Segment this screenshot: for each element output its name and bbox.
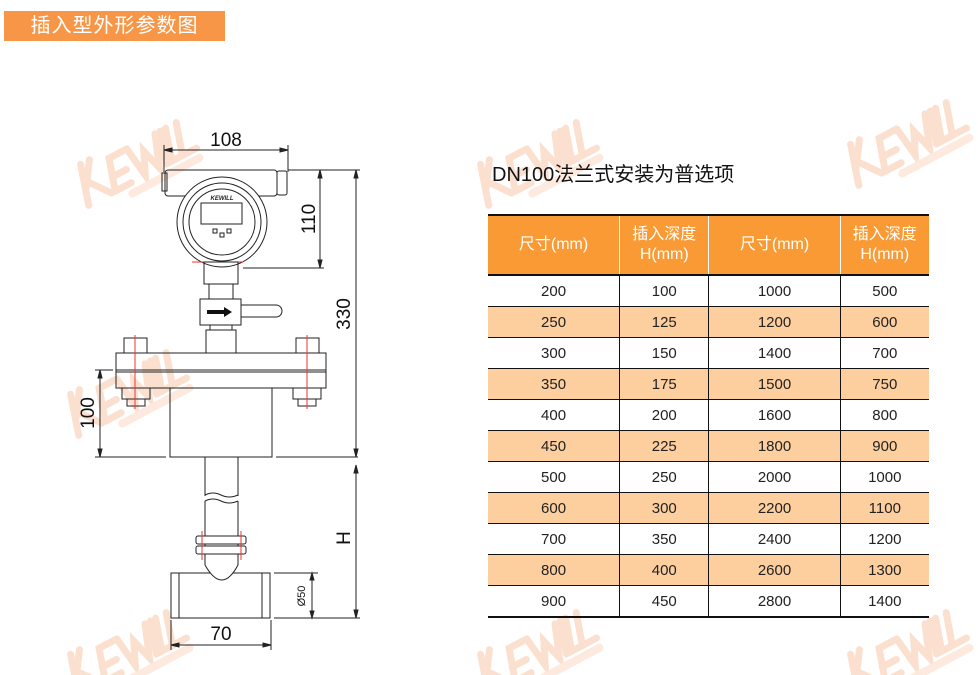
flange [115,335,327,409]
dim-label: 70 [210,624,231,645]
col-header-size: 尺寸(mm) [708,215,841,275]
table-cell: 1200 [708,306,841,338]
table-cell: 700 [839,337,929,369]
dim-label: 110 [299,204,320,234]
dim-insertion-depth: H [274,464,360,619]
table-cell: 2000 [708,461,841,493]
section-title: 插入型外形参数图 [4,11,225,41]
dim-head-height: 110 [243,169,360,269]
table-cell: 750 [839,368,929,400]
dim-label: H [334,531,355,545]
table-cell: 250 [488,306,621,338]
device-logo: KEWILL [211,196,234,202]
table-cell: 700 [488,523,621,555]
transmitter-head: KEWILL [161,169,288,268]
table-cell: 150 [619,337,710,369]
table-cell: 125 [619,306,710,338]
table-cell: 2600 [708,554,841,586]
table-cell: 225 [619,430,710,462]
dim-flange-height: 100 [78,369,358,458]
table-cell: 900 [839,430,929,462]
dim-total-height: 330 [334,169,359,458]
table-cell: 600 [839,306,929,338]
table-cell: 2800 [708,585,841,618]
table-cell: 300 [488,337,621,369]
dim-top-width: 108 [163,130,289,172]
dim-tee-width: 70 [170,620,272,650]
table-cell: 1500 [708,368,841,400]
table-cell: 200 [619,399,710,431]
table-cell: 350 [619,523,710,555]
table-cell: 1400 [708,337,841,369]
flow-arrow-icon [207,307,232,317]
table-cell: 300 [619,492,710,524]
neck-and-direction-box [199,261,283,354]
table-cell: 800 [839,399,929,431]
table-cell: 2400 [708,523,841,555]
table-cell: 1100 [839,492,929,524]
table-cell: 250 [619,461,710,493]
table-cell: 1800 [708,430,841,462]
table-cell: 175 [619,368,710,400]
flange-body [169,387,273,458]
table-cell: 350 [488,368,621,400]
table-cell: 400 [619,554,710,586]
table-cell: 1000 [708,275,841,307]
table-subtitle: DN100法兰式安装为普选项 [492,164,735,186]
dim-label: Ø50 [296,586,308,607]
table-cell: 2200 [708,492,841,524]
dim-label: 330 [334,298,355,330]
table-cell: 400 [488,399,621,431]
dim-pipe-diameter: Ø50 [274,571,318,620]
table-cell: 500 [488,461,621,493]
probe-pipe [170,457,271,619]
table-cell: 1200 [839,523,929,555]
table-cell: 100 [619,275,710,307]
col-header-size: 尺寸(mm) [488,215,621,275]
table-cell: 600 [488,492,621,524]
dim-label: 100 [78,397,99,429]
table-cell: 1400 [839,585,929,618]
table-cell: 900 [488,585,621,618]
table-cell: 1600 [708,399,841,431]
table-cell: 1300 [839,554,929,586]
table-cell: 200 [488,275,621,307]
table-cell: 450 [619,585,710,618]
table-cell: 450 [488,430,621,462]
table-cell: 800 [488,554,621,586]
dim-label: 108 [210,130,242,151]
table-cell: 1000 [839,461,929,493]
table-cell: 500 [839,275,929,307]
